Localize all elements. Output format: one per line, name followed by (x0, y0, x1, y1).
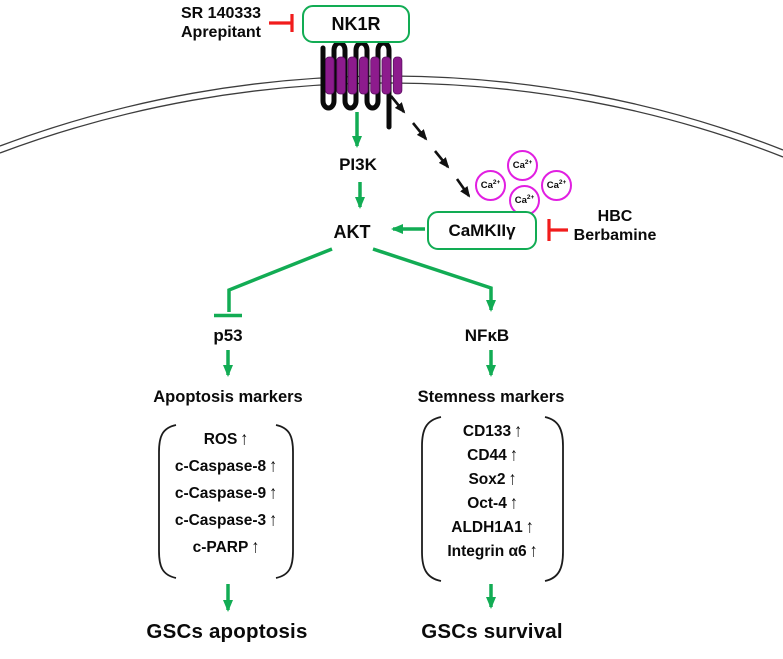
up-arrow-icon: ↑ (509, 445, 518, 466)
marker-name: ALDH1A1 (451, 519, 523, 536)
marker-row: c-Caspase-3↑ (159, 510, 293, 531)
stemness-bracket-left (421, 416, 442, 582)
calcium-ion: Ca2+ (541, 170, 572, 201)
marker-row: CD133↑ (422, 421, 563, 442)
up-arrow-icon: ↑ (514, 421, 523, 442)
p53-label: p53 (213, 326, 243, 345)
activation-arrows (214, 112, 496, 612)
marker-name: Integrin α6 (447, 543, 527, 560)
drug-name: SR 140333 (181, 5, 262, 22)
marker-name: c-PARP (192, 539, 249, 556)
calcium-label: Ca2+ (480, 178, 501, 191)
up-arrow-icon: ↑ (240, 429, 249, 450)
drug-name: Berbamine (573, 226, 657, 244)
up-arrow-icon: ↑ (508, 469, 517, 490)
calcium-label: Ca2+ (546, 178, 567, 191)
up-arrow-icon: ↑ (529, 541, 538, 562)
marker-row: CD44↑ (422, 445, 563, 466)
camkii-label: CaMKIIγ (448, 220, 516, 240)
calcium-ion: Ca2+ (475, 170, 506, 201)
inhibition-tees (269, 14, 568, 241)
marker-row: ALDH1A1↑ (422, 517, 563, 538)
apoptosis-marker-list: ROS↑ c-Caspase-8↑ c-Caspase-9↑ c-Caspase… (159, 429, 293, 558)
marker-name: CD44 (467, 447, 507, 464)
inhibit-akt-to-p53-line (227, 247, 333, 312)
marker-row: ROS↑ (159, 429, 293, 450)
up-arrow-icon: ↑ (509, 493, 518, 514)
marker-row: c-PARP↑ (159, 537, 293, 558)
pi3k-label: PI3K (339, 155, 377, 174)
drug-name: Aprepitant (181, 23, 261, 41)
up-arrow-icon: ↑ (525, 517, 534, 538)
stemness-marker-list: CD133↑ CD44↑ Sox2↑ Oct-4↑ ALDH1A1↑ Integ… (422, 421, 563, 562)
camkii-box: CaMKIIγ (427, 211, 537, 250)
arrow-akt-to-nfkb (372, 247, 496, 312)
apoptosis-markers-header: Apoptosis markers (153, 388, 303, 406)
list-brackets (158, 416, 564, 582)
marker-name: CD133 (462, 423, 512, 440)
marker-name: Oct-4 (467, 495, 507, 512)
nk1r-label: NK1R (331, 13, 381, 34)
up-arrow-icon: ↑ (251, 537, 260, 558)
camkii-inhibitor-drugs: HBC Berbamine (545, 208, 685, 245)
up-arrow-icon: ↑ (269, 510, 278, 531)
drug-name: HBC (597, 208, 633, 225)
dashed-signal-arrows (389, 95, 471, 198)
apoptosis-bracket-left (158, 424, 177, 579)
marker-row: Sox2↑ (422, 469, 563, 490)
cell-membrane-outer-line (0, 75, 783, 151)
up-arrow-icon: ↑ (269, 456, 278, 477)
marker-row: Integrin α6↑ (422, 541, 563, 562)
apoptosis-bracket-right (275, 424, 294, 579)
marker-name: c-Caspase-9 (174, 485, 267, 502)
nfkb-label: NFκB (464, 326, 510, 345)
calcium-label: Ca2+ (514, 193, 535, 206)
nk1r-box: NK1R (302, 5, 410, 43)
calcium-ion: Ca2+ (507, 150, 538, 181)
gsc-apoptosis-outcome: GSCs apoptosis (146, 620, 308, 643)
calcium-label: Ca2+ (512, 158, 533, 171)
marker-row: c-Caspase-9↑ (159, 483, 293, 504)
marker-row: Oct-4↑ (422, 493, 563, 514)
cell-membrane-inner-line (0, 82, 783, 158)
up-arrow-icon: ↑ (269, 483, 278, 504)
marker-row: c-Caspase-8↑ (159, 456, 293, 477)
stemness-bracket-right (544, 416, 564, 582)
marker-name: ROS (203, 431, 238, 448)
receptor-transmembrane-helices (325, 56, 403, 95)
marker-name: c-Caspase-3 (174, 512, 267, 529)
stemness-markers-header: Stemness markers (417, 388, 565, 406)
marker-name: c-Caspase-8 (174, 458, 267, 475)
nk1r-inhibitor-drugs: SR 140333 Aprepitant (181, 5, 261, 42)
marker-name: Sox2 (468, 471, 506, 488)
gsc-survival-outcome: GSCs survival (421, 620, 563, 643)
akt-label: AKT (333, 222, 371, 242)
